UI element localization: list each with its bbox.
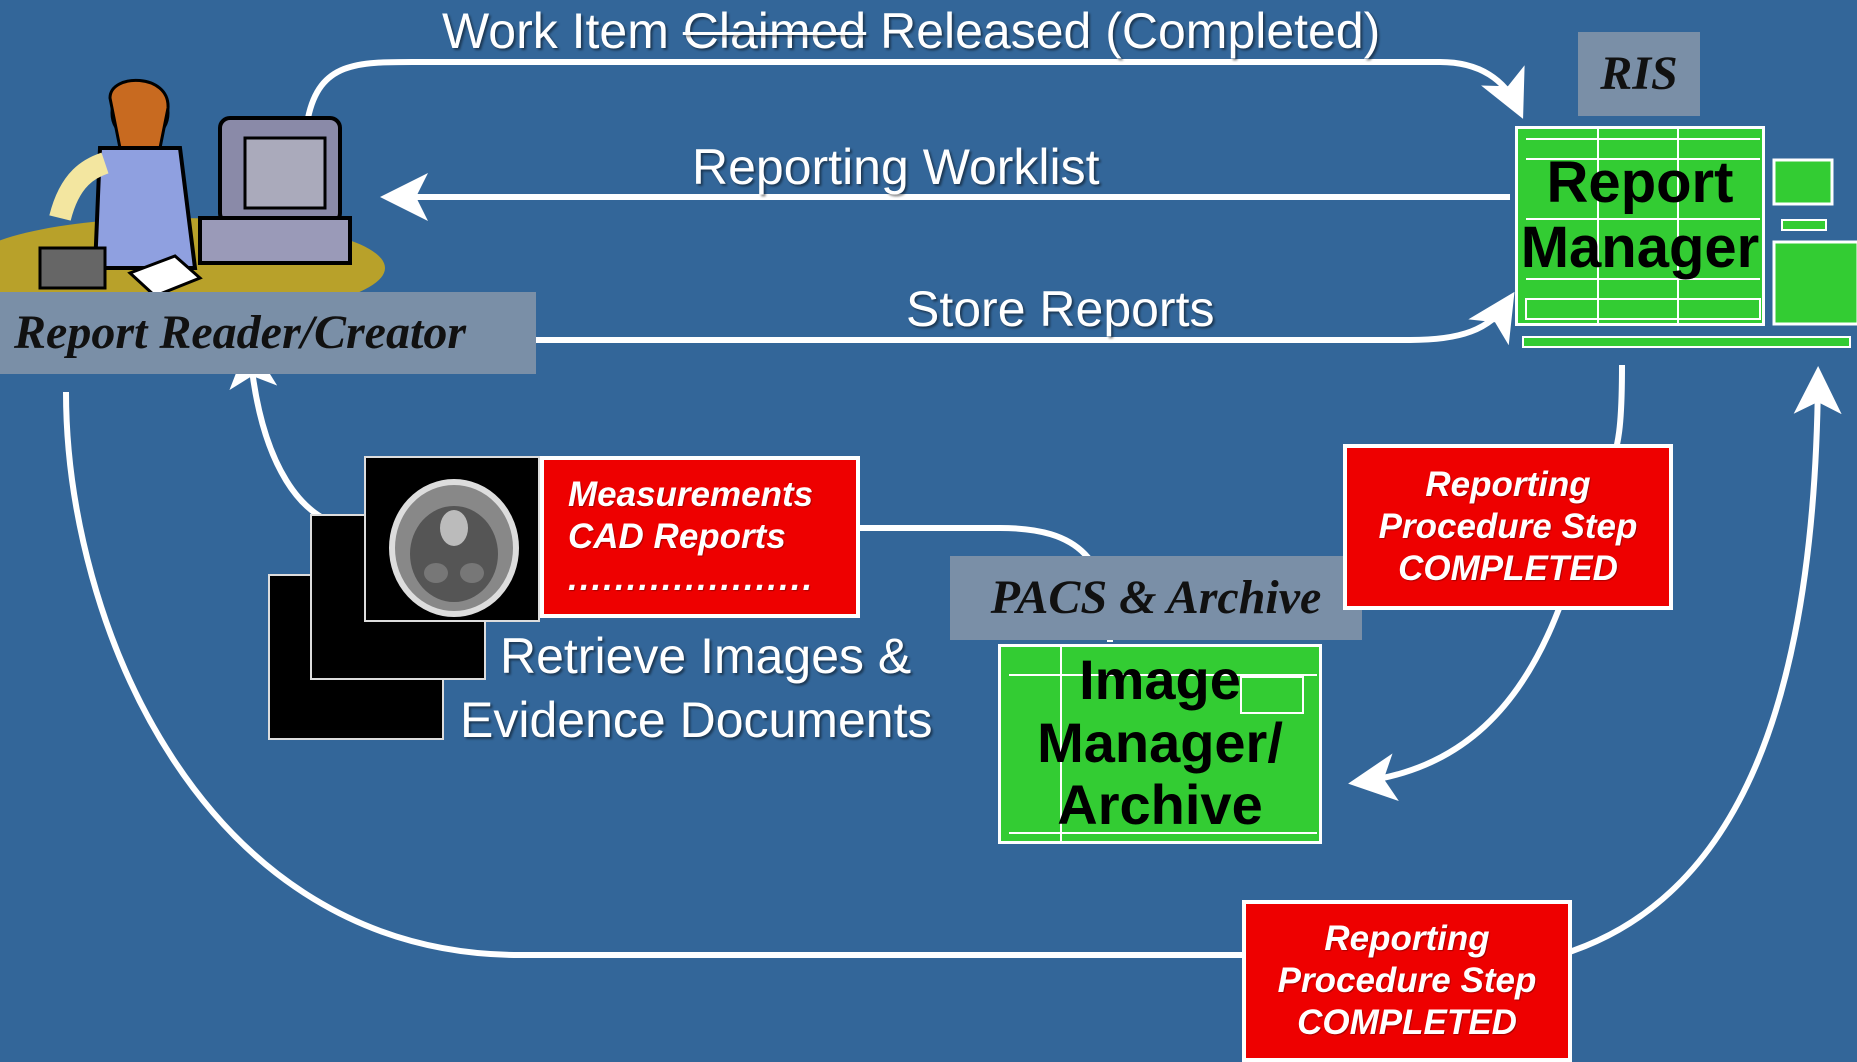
computer-rack-icon [1525, 129, 1761, 323]
status-lower-line1: Reporting [1324, 919, 1490, 958]
status-lower-line3: COMPLETED [1297, 1003, 1517, 1042]
retrieve-line2: Evidence Documents [460, 692, 933, 748]
status-lower-line2: Procedure Step [1277, 961, 1537, 1000]
evidence-line3: ..................... [568, 559, 815, 598]
status-upper-line3: COMPLETED [1398, 549, 1618, 588]
status-upper-line1: Reporting [1425, 465, 1591, 504]
retrieve-line1: Retrieve Images & [500, 628, 912, 684]
status-lower-box: Reporting Procedure Step COMPLETED [1242, 900, 1572, 1062]
work-item-prefix: Work Item [442, 3, 683, 59]
image-manager-box: Image Manager/ Archive [998, 644, 1322, 844]
rps-lower-arrow [63, 366, 1842, 958]
status-upper-line2: Procedure Step [1378, 507, 1638, 546]
store-label: Store Reports [906, 281, 1215, 337]
image-manager-line2: Manager/ [1037, 710, 1283, 774]
work-item-arrow [305, 58, 1525, 119]
ris-label: RIS [1578, 32, 1700, 116]
evidence-line1: Measurements [568, 475, 814, 514]
image-manager-rack-icon [1009, 647, 1317, 841]
report-manager-base [1522, 336, 1851, 348]
reader-label: Report Reader/Creator [0, 292, 536, 374]
worklist-label: Reporting Worklist [692, 139, 1100, 195]
ris-workstation-icon [1772, 158, 1857, 326]
report-manager-line2: Manager [1520, 214, 1760, 280]
retrieve-label: Retrieve Images & Evidence Documents [460, 624, 932, 752]
image-manager-line3: Archive [1057, 773, 1263, 837]
work-item-label: Work Item Claimed Released (Completed) [442, 2, 1380, 60]
ct-scan-image [389, 479, 519, 617]
work-item-struck: Claimed [682, 3, 867, 59]
rps-upper-arrow [1348, 364, 1625, 802]
evidence-line2: CAD Reports [568, 517, 786, 556]
work-item-suffix: Released (Completed) [866, 3, 1381, 59]
report-manager-box: Report Manager [1515, 126, 1765, 326]
evidence-box: Measurements CAD Reports ...............… [540, 456, 860, 618]
image-manager-title: Image Manager/ Archive [1001, 648, 1319, 837]
report-manager-line1: Report [1546, 150, 1734, 215]
ct-scan-icon [364, 456, 540, 622]
pacs-label: PACS & Archive [950, 556, 1362, 640]
image-manager-line1: Image [1079, 648, 1241, 711]
person-at-workstation-icon [0, 78, 385, 318]
report-manager-title: Report Manager [1518, 150, 1762, 281]
status-upper-box: Reporting Procedure Step COMPLETED [1343, 444, 1673, 610]
